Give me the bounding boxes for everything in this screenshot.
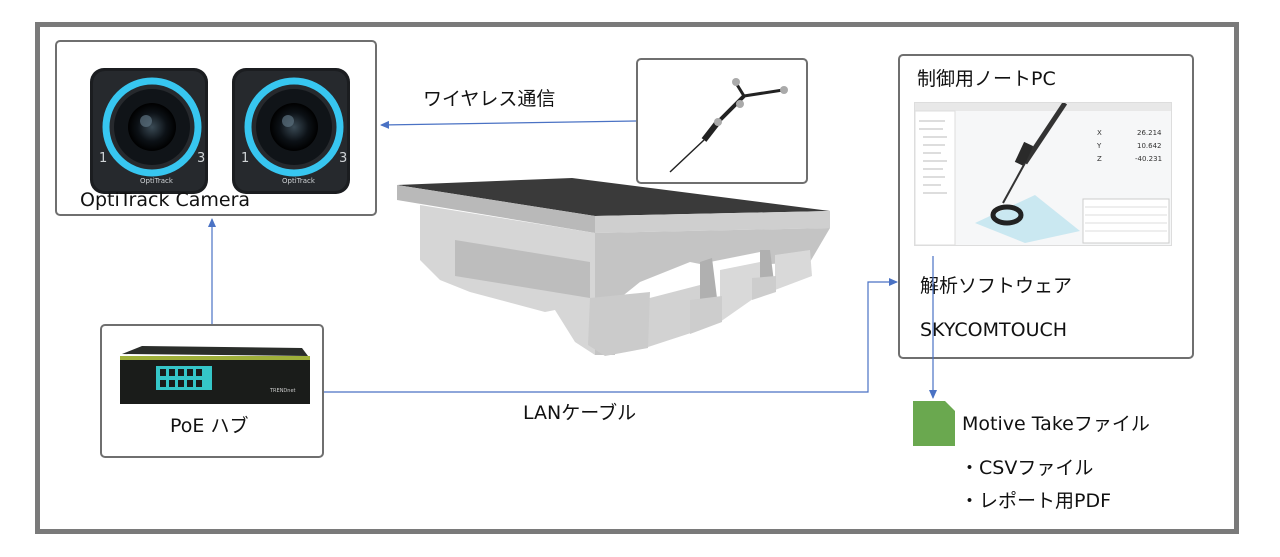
software-name: SKYCOMTOUCH (920, 319, 1068, 341)
hub-box: TRENDnet (100, 324, 324, 458)
camera-right-brand: OptiTrack (282, 177, 316, 185)
wireless-arrow (380, 120, 637, 129)
camera-box: 1 3 1 3 OptiTrack OptiTrack (55, 40, 377, 216)
readout-x-label: X (1097, 129, 1102, 137)
readout-y-value: 10.642 (1137, 142, 1162, 150)
probe-box (636, 58, 808, 184)
pc-screen: X 26.214 Y 10.642 Z -40.231 (914, 102, 1172, 246)
poe-hub-icon: TRENDnet (120, 346, 310, 404)
camera-label: OptiTrack Camera (80, 189, 251, 211)
hub-label: PoE ハブ (170, 415, 249, 437)
readout-z-value: -40.231 (1135, 155, 1162, 163)
probe-icon (669, 78, 788, 173)
output-item-pdf: ・レポート用PDF (960, 490, 1112, 512)
camera-right-digit-3: 3 (339, 151, 347, 166)
readout-y-label: Y (1096, 142, 1102, 150)
lan-cable-arrow (324, 278, 898, 393)
optitrack-camera-icons: 1 3 1 3 OptiTrack OptiTrack (90, 68, 350, 194)
camera-left-brand: OptiTrack (140, 177, 174, 185)
hub-brand: TRENDnet (269, 388, 296, 394)
wireless-label: ワイヤレス通信 (423, 88, 556, 110)
lan-label: LANケーブル (523, 402, 637, 424)
software-screenshot: X 26.214 Y 10.642 Z -40.231 (915, 103, 1171, 245)
camera-left-digit-1: 1 (99, 151, 107, 166)
readout-x-value: 26.214 (1137, 129, 1162, 137)
pc-title: 制御用ノートPC (917, 68, 1056, 90)
camera-left-digit-3: 3 (197, 151, 205, 166)
camera-right-digit-1: 1 (241, 151, 249, 166)
pc-box: 制御用ノートPC X 26.214 Y 10.642 Z -40.231 (898, 54, 1194, 359)
software-label: 解析ソフトウェア (920, 275, 1073, 297)
camera-right (232, 68, 350, 194)
camera-left (90, 68, 208, 194)
output-file-label: Motive Takeファイル (962, 413, 1150, 435)
output-item-csv: ・CSVファイル (960, 457, 1094, 479)
readout-z-label: Z (1097, 155, 1102, 163)
